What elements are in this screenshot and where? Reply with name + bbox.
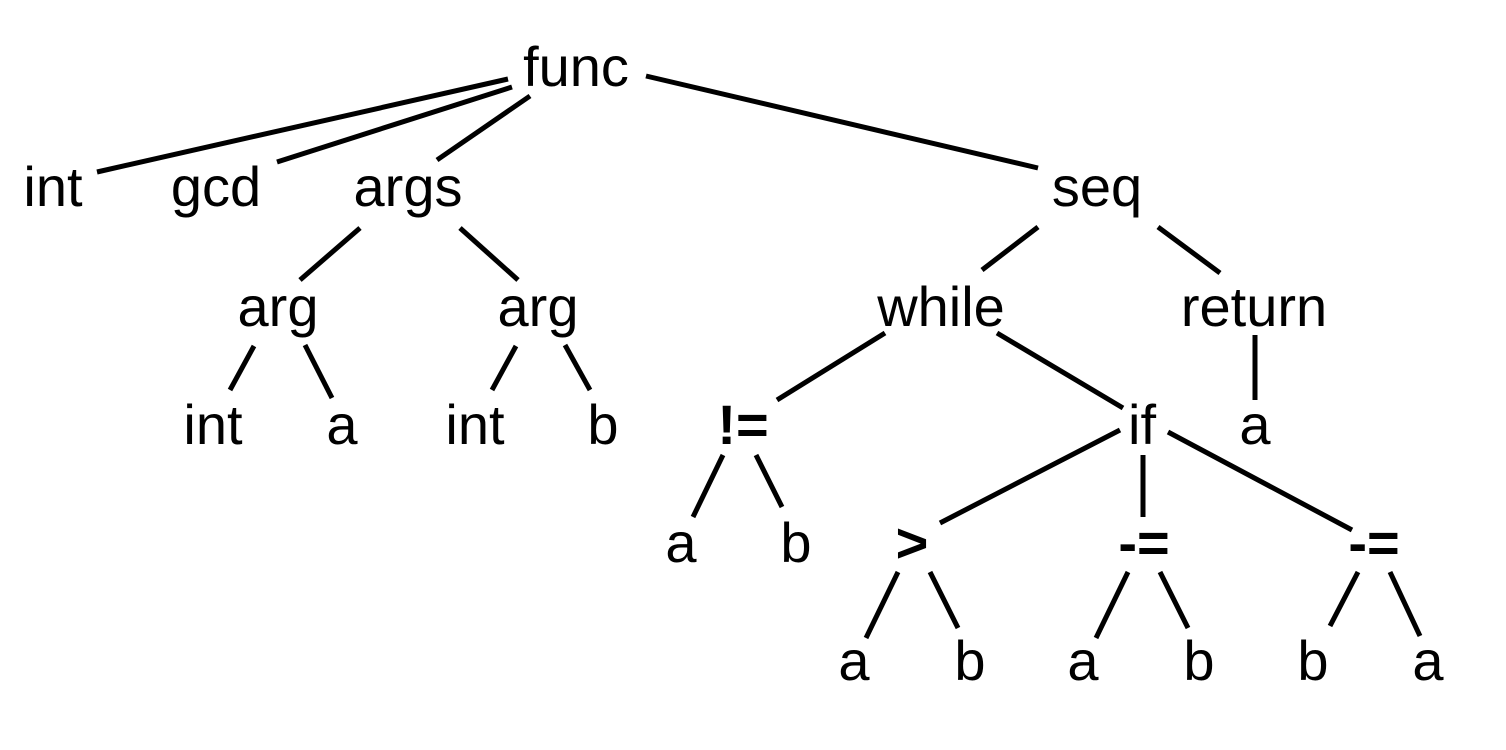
edge-func-seq: [645, 73, 1039, 171]
edge-sub1-b: [1157, 570, 1191, 630]
edge-neq-b: [753, 453, 785, 509]
node-arg2-type: int: [445, 393, 505, 456]
node-return-value: a: [1239, 393, 1271, 456]
edge-args-arg2: [458, 226, 520, 282]
node-sub2-lhs: b: [1297, 629, 1328, 692]
edge-sub2-b: [1327, 570, 1361, 628]
edge-arg2-int: [489, 344, 519, 392]
edge-func-gcd: [276, 84, 513, 165]
node-func-type: int: [23, 155, 83, 218]
tree-edges: [96, 73, 1423, 640]
edge-while-neq: [775, 330, 887, 403]
node-sub1-rhs: b: [1183, 629, 1214, 692]
edge-while-if: [995, 330, 1125, 411]
node-sub-assign-2: -=: [1348, 511, 1399, 574]
edge-args-arg1: [298, 226, 362, 282]
node-arg1-type: int: [183, 393, 243, 456]
edge-func-int: [96, 76, 509, 175]
node-return: return: [1181, 275, 1327, 338]
node-sub-assign-1: -=: [1118, 511, 1169, 574]
edge-sub2-a: [1387, 570, 1423, 638]
node-sub1-lhs: a: [1067, 629, 1099, 692]
node-arg-2: arg: [498, 275, 579, 338]
edge-if-sub2: [1166, 429, 1354, 533]
node-arg2-name: b: [587, 393, 618, 456]
node-while: while: [876, 275, 1005, 338]
node-if: if: [1128, 393, 1156, 456]
edge-if-gt: [938, 427, 1122, 526]
edge-arg1-int: [227, 344, 257, 392]
node-arg-1: arg: [238, 275, 319, 338]
node-gt: >: [896, 511, 929, 574]
edge-neq-a: [690, 453, 726, 519]
node-func: func: [523, 35, 629, 98]
node-gt-lhs: a: [838, 629, 870, 692]
node-arg1-name: a: [326, 393, 358, 456]
edge-func-args: [435, 93, 532, 163]
edge-arg2-b: [562, 343, 593, 392]
node-neq: !=: [717, 393, 768, 456]
edge-gt-a: [863, 570, 901, 640]
node-neq-rhs: b: [780, 511, 811, 574]
node-gt-rhs: b: [954, 629, 985, 692]
edge-seq-while: [980, 225, 1040, 272]
node-func-name: gcd: [171, 155, 261, 218]
node-sub2-rhs: a: [1412, 629, 1444, 692]
edge-sub1-a: [1093, 570, 1131, 640]
node-args: args: [354, 155, 463, 218]
node-seq: seq: [1052, 155, 1142, 218]
edge-seq-return: [1156, 224, 1222, 276]
edge-arg1-a: [302, 343, 335, 400]
node-neq-lhs: a: [665, 511, 697, 574]
tree-nodes: func int gcd args seq arg arg while retu…: [23, 35, 1444, 692]
edge-gt-b: [927, 570, 961, 630]
